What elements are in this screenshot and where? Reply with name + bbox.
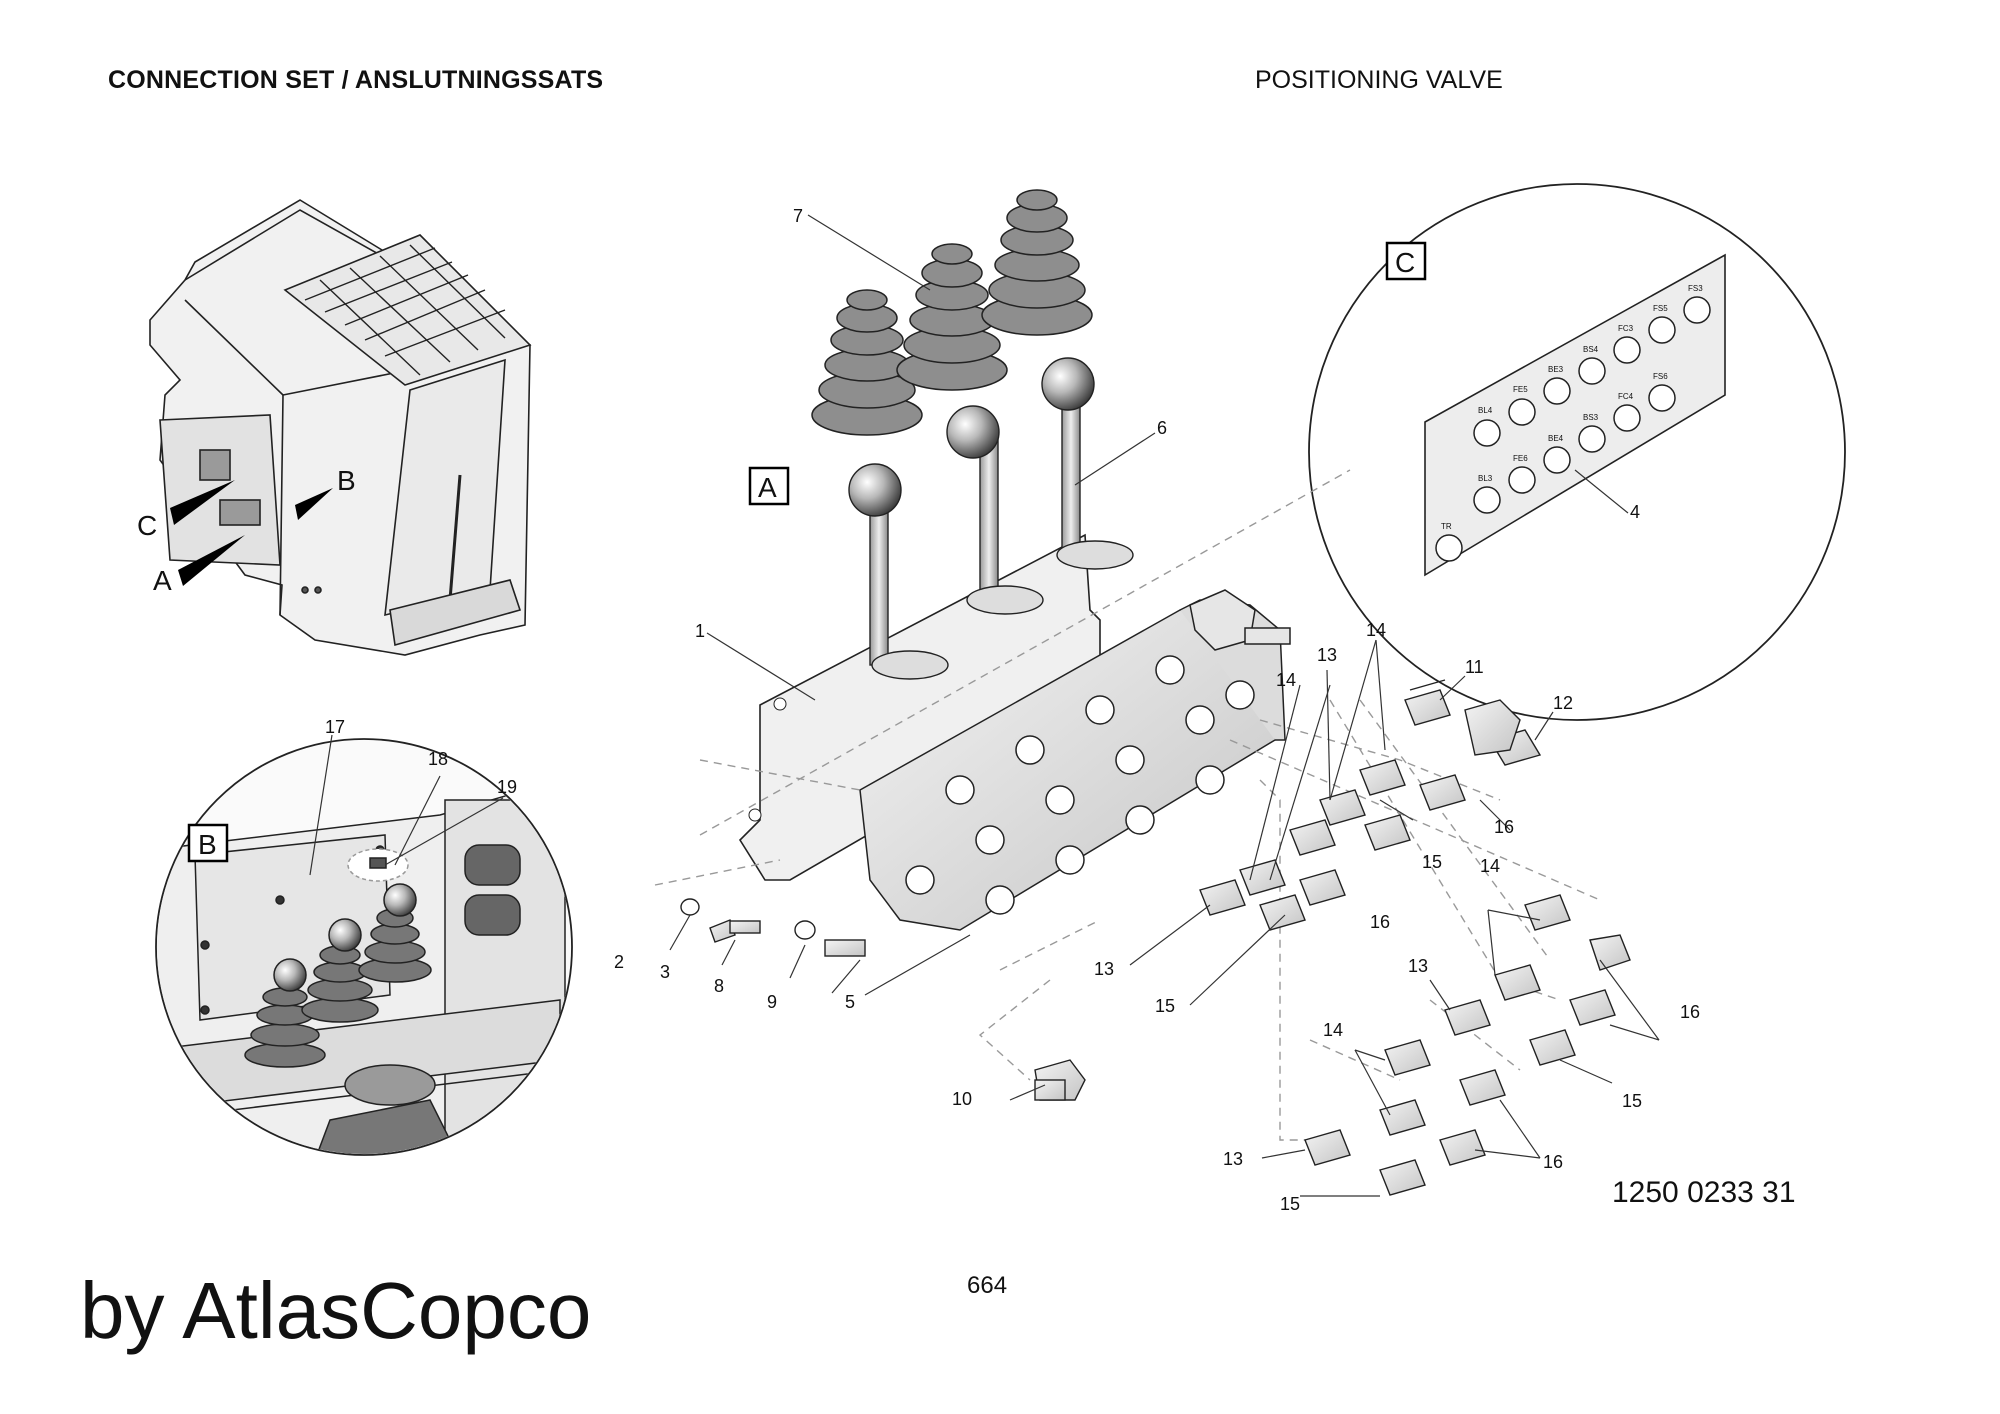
detail-C: BL4 FE5 BE3 BS4 FC3 FS5 FS3 BL3 FE6 BE4 … [1308, 183, 1846, 721]
cab-markers [170, 480, 333, 586]
plate-label-be4: BE4 [1548, 434, 1564, 443]
marker-arrow-B [295, 488, 333, 520]
cab-marker-label-C: C [137, 510, 157, 541]
plate-label-bl4: BL4 [1478, 406, 1493, 415]
plate-label-bs4: BS4 [1583, 345, 1599, 354]
callout-14-a: 14 [1366, 620, 1386, 640]
drawing-number: 1250 0233 31 [1612, 1176, 1796, 1209]
boots-7 [811, 189, 1093, 436]
callout-15-b: 15 [1155, 996, 1175, 1016]
callout-3: 3 [660, 962, 670, 982]
fittings [680, 679, 1631, 1196]
leader-lines [309, 214, 1660, 1197]
plate-label-bs3: BS3 [1583, 413, 1599, 422]
callout-4: 4 [1630, 502, 1640, 522]
callout-13-d: 13 [1223, 1149, 1243, 1169]
callout-15-d: 15 [1280, 1194, 1300, 1214]
plate-label-fc4: FC4 [1618, 392, 1634, 401]
callout-6: 6 [1157, 418, 1167, 438]
plate-label-fe5: FE5 [1513, 385, 1528, 394]
marker-arrow-A [178, 535, 245, 586]
callout-16-a: 16 [1494, 817, 1514, 837]
callout-16-c: 16 [1680, 1002, 1700, 1022]
plate-labels: BL4 FE5 BE3 BS4 FC3 FS5 FS3 BL3 FE6 BE4 … [1441, 284, 1703, 531]
callout-18: 18 [428, 749, 448, 769]
callout-8: 8 [714, 976, 724, 996]
view-label-C: C [1395, 247, 1415, 278]
callout-16-d: 16 [1543, 1152, 1563, 1172]
view-label-B: B [198, 829, 217, 860]
callouts: 7 6 1 2 3 8 9 5 10 4 11 12 13 14 14 16 1… [325, 206, 1700, 1214]
callout-1: 1 [695, 621, 705, 641]
view-label-A: A [758, 472, 777, 503]
callout-11: 11 [1465, 657, 1484, 677]
plate-label-fs5: FS5 [1653, 304, 1668, 313]
detail-A [309, 189, 1660, 1197]
callout-16-b: 16 [1370, 912, 1390, 932]
title-connection-set: CONNECTION SET / ANSLUTNINGSSATS [108, 66, 604, 94]
plate-label-fc3: FC3 [1618, 324, 1634, 333]
valve-block [859, 589, 1291, 931]
callout-2: 2 [614, 952, 624, 972]
levers-6 [848, 357, 1134, 680]
callout-14-c: 14 [1480, 856, 1500, 876]
marker-arrow-C [170, 480, 235, 525]
callout-15-c: 15 [1622, 1091, 1642, 1111]
callout-19: 19 [497, 777, 517, 797]
callout-10: 10 [952, 1089, 972, 1109]
plate-label-fe6: FE6 [1513, 454, 1528, 463]
view-label-box-B [187, 823, 229, 863]
plate-label-bl3: BL3 [1478, 474, 1493, 483]
brand-watermark: by AtlasCopco [80, 1266, 592, 1355]
callout-7: 7 [793, 206, 803, 226]
page-number: 664 [967, 1272, 1008, 1299]
detail-B [155, 738, 573, 1156]
callout-13-a: 13 [1317, 645, 1337, 665]
view-label-box-A [748, 466, 790, 506]
callout-14-b: 14 [1276, 670, 1296, 690]
callout-13-c: 13 [1408, 956, 1428, 976]
cab-marker-label-B: B [337, 465, 356, 496]
callout-15-a: 15 [1422, 852, 1442, 872]
title-positioning-valve: POSITIONING VALVE [1255, 66, 1503, 94]
callout-13-b: 13 [1094, 959, 1114, 979]
plate-label-fs3: FS3 [1688, 284, 1703, 293]
callout-12: 12 [1553, 693, 1573, 713]
callout-5: 5 [845, 992, 855, 1012]
callout-14-d: 14 [1323, 1020, 1343, 1040]
callout-9: 9 [767, 992, 777, 1012]
view-label-box-C [1385, 241, 1427, 281]
plate-label-fs6: FS6 [1653, 372, 1668, 381]
callout-17: 17 [325, 717, 345, 737]
cab-overview [149, 199, 532, 656]
plate-label-be3: BE3 [1548, 365, 1564, 374]
cab-marker-label-A: A [153, 565, 172, 596]
plate-label-tr: TR [1441, 522, 1452, 531]
